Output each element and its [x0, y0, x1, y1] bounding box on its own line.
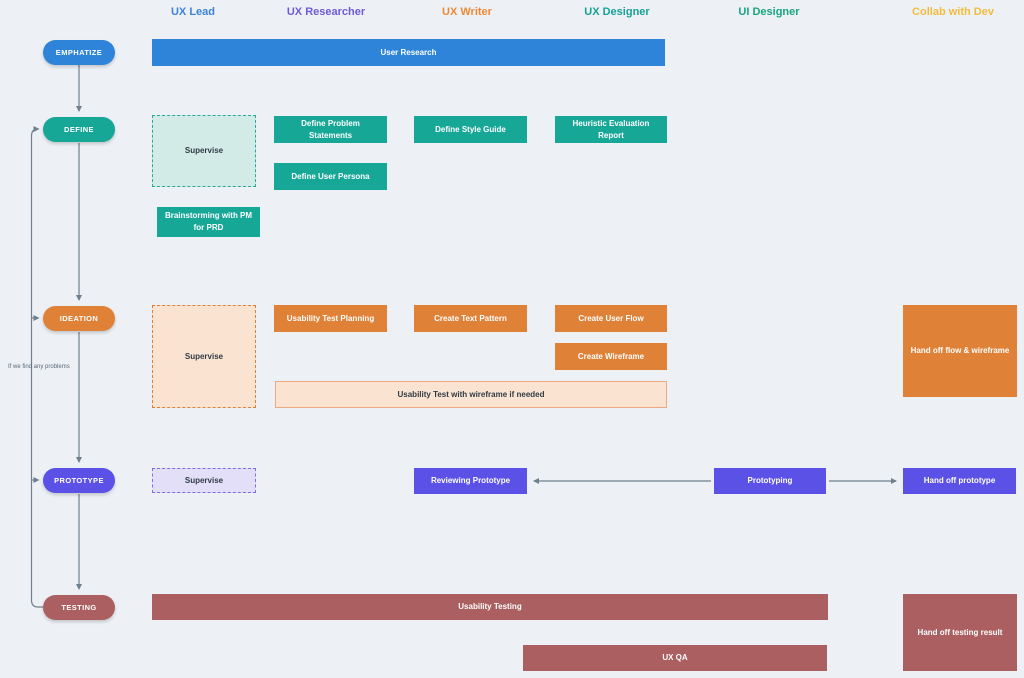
phase-pill-testing[interactable]: TESTING — [43, 595, 115, 620]
phase-pill-ideation[interactable]: IDEATION — [43, 306, 115, 331]
node-user-research[interactable]: User Research — [152, 39, 665, 66]
column-header-ux-writer: UX Writer — [442, 6, 492, 18]
node-usability-test-planning[interactable]: Usability Test Planning — [274, 305, 387, 332]
node-hand-off-testing-result[interactable]: Hand off testing result — [903, 594, 1017, 671]
node-heuristic-evaluation-report[interactable]: Heuristic Evaluation Report — [555, 116, 667, 143]
phase-pill-prototype[interactable]: PROTOTYPE — [43, 468, 115, 493]
node-define-user-persona[interactable]: Define User Persona — [274, 163, 387, 190]
node-usability-test-with-wireframe[interactable]: Usability Test with wireframe if needed — [275, 381, 667, 408]
phase-pill-emphatize[interactable]: EMPHATIZE — [43, 40, 115, 65]
column-header-ux-lead: UX Lead — [170, 6, 215, 18]
node-supervise-ideation[interactable]: Supervise — [152, 305, 256, 408]
node-usability-testing[interactable]: Usability Testing — [152, 594, 828, 620]
node-hand-off-prototype[interactable]: Hand off prototype — [903, 468, 1016, 494]
feedback-note: If we find any problems — [8, 364, 70, 370]
phase-pill-define[interactable]: DEFINE — [43, 117, 115, 142]
node-brainstorming-with-pm[interactable]: Brainstorming with PM for PRD — [157, 207, 260, 237]
column-header-collab-with-dev: Collab with Dev — [912, 6, 994, 18]
column-header-ux-researcher: UX Researcher — [286, 6, 366, 18]
node-reviewing-prototype[interactable]: Reviewing Prototype — [414, 468, 527, 494]
node-hand-off-flow-wireframe[interactable]: Hand off flow & wireframe — [903, 305, 1017, 397]
node-create-text-pattern[interactable]: Create Text Pattern — [414, 305, 527, 332]
column-header-ui-designer: UI Designer — [738, 6, 800, 18]
node-create-user-flow[interactable]: Create User Flow — [555, 305, 667, 332]
column-header-ux-designer: UX Designer — [584, 6, 650, 18]
node-create-wireframe[interactable]: Create Wireframe — [555, 343, 667, 370]
node-ux-qa[interactable]: UX QA — [523, 645, 827, 671]
node-prototyping[interactable]: Prototyping — [714, 468, 826, 494]
node-supervise-prototype[interactable]: Supervise — [152, 468, 256, 493]
node-supervise-define[interactable]: Supervise — [152, 115, 256, 187]
node-define-problem-statements[interactable]: Define Problem Statements — [274, 116, 387, 143]
node-define-style-guide[interactable]: Define Style Guide — [414, 116, 527, 143]
